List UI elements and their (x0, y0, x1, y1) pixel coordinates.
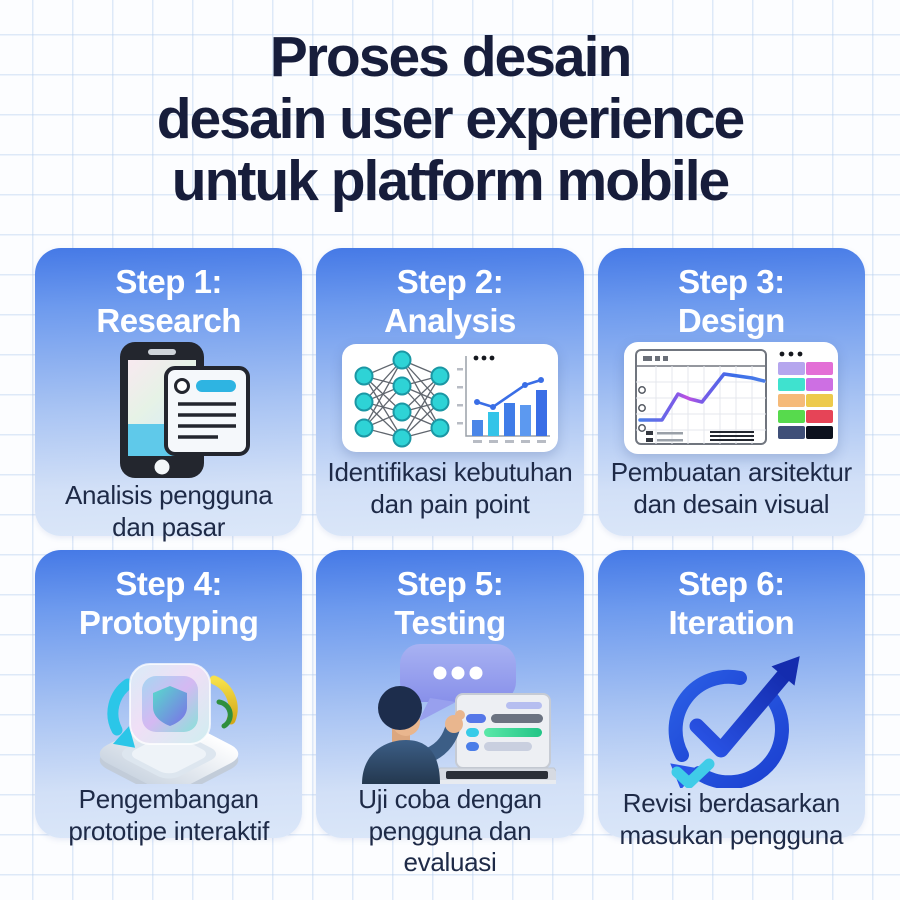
caption-line-2: dan pain point (370, 488, 530, 519)
icon-area (324, 642, 575, 784)
step-caption: Analisis pengguna dan pasar (64, 479, 273, 543)
caption-line-1: Revisi berdasarkan (622, 787, 840, 818)
caption-line-2: dan pasar (112, 511, 226, 542)
step-caption: Identifikasi kebutuhan dan pain point (328, 457, 573, 520)
icon-area (43, 340, 294, 480)
step-title: Step 6: Iteration (668, 565, 794, 642)
step-label: Step 5: (396, 565, 504, 603)
caption-line-2: dan desain visual (633, 488, 830, 519)
step-caption: Uji coba dengan pengguna dan evaluasi (324, 784, 575, 879)
step-card-research: Step 1: Research (35, 248, 303, 542)
steps-grid: Step 1: Research (35, 248, 865, 877)
user-laptop-chat-icon (361, 643, 556, 784)
page-title: Proses desain desain user experience unt… (0, 0, 900, 214)
step-caption: Revisi berdasarkan masukan pengguna (620, 788, 844, 851)
caption-line-2: pengguna dan evaluasi (368, 815, 532, 878)
step-title: Step 5: Testing (394, 565, 506, 642)
step-name: Iteration (668, 603, 795, 641)
step-card-prototyping: Step 4: Prototyping (35, 550, 303, 846)
caption-line-2: prototipe interaktif (68, 815, 269, 846)
step-title: Step 1: Research (96, 263, 241, 340)
icon-area (606, 642, 857, 788)
icon-area (606, 340, 857, 457)
title-line-3: untuk platform mobile (171, 149, 731, 214)
step-card-iteration: Step 6: Iteration (597, 550, 865, 850)
step-label: Step 2: (396, 263, 504, 301)
step-name: Prototyping (78, 603, 259, 641)
caption-line-1: Analisis pengguna (64, 479, 273, 510)
step-name: Testing (394, 603, 506, 641)
caption-line-1: Pembuatan arsitektur (610, 456, 852, 487)
icon-panel (624, 342, 839, 455)
step-name: Research (96, 301, 241, 339)
caption-line-1: Identifikasi kebutuhan (327, 456, 573, 487)
icon-area (43, 642, 294, 784)
cycle-check-arrow-icon (668, 655, 801, 788)
title-line-1: Proses desain (269, 25, 633, 89)
step-label: Step 4: (115, 565, 222, 603)
icon-area (324, 340, 575, 457)
glass-cube-3d-icon (99, 662, 238, 784)
title-line-2: desain user experience (156, 87, 746, 152)
step-title: Step 4: Prototyping (79, 565, 259, 642)
network-bar-chart-icon (354, 350, 550, 448)
smartphone-document-icon (119, 341, 250, 478)
caption-line-1: Pengembangan (78, 783, 259, 814)
step-title: Step 3: Design (677, 263, 786, 340)
step-name: Analysis (384, 301, 516, 339)
caption-line-1: Uji coba dengan (358, 783, 542, 814)
step-name: Design (677, 301, 786, 339)
step-caption: Pengembangan prototipe interaktif (68, 784, 269, 847)
step-card-testing: Step 5: Testing (316, 550, 584, 877)
step-label: Step 1: (115, 263, 222, 301)
step-card-design: Step 3: Design (597, 248, 865, 537)
icon-panel (341, 344, 558, 453)
step-label: Step 3: (678, 263, 785, 301)
step-card-analysis: Step 2: Analysis (316, 248, 584, 537)
step-title: Step 2: Analysis (384, 263, 516, 340)
wireframe-palette-icon (635, 349, 834, 446)
step-label: Step 6: (678, 565, 785, 603)
step-caption: Pembuatan arsitektur dan desain visual (611, 457, 852, 520)
caption-line-2: masukan pengguna (619, 819, 844, 850)
